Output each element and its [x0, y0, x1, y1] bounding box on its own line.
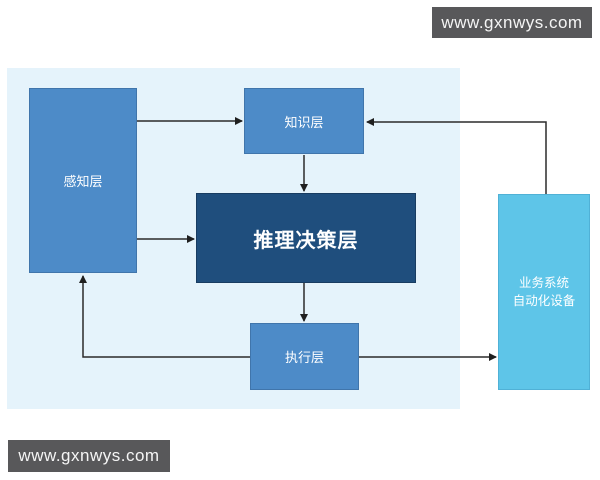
- node-reasoning-decision-layer: 推理决策层: [196, 193, 416, 283]
- node-execution-layer: 执行层: [250, 323, 359, 390]
- node-knowledge-layer: 知识层: [244, 88, 364, 154]
- watermark-top-right: www.gxnwys.com: [432, 7, 592, 38]
- node-reasoning-label: 推理决策层: [253, 227, 359, 252]
- node-perception-layer: 感知层: [29, 88, 137, 273]
- watermark-bottom-left: www.gxnwys.com: [8, 440, 170, 472]
- node-execution-label: 执行层: [284, 351, 324, 366]
- node-perception-label: 感知层: [63, 175, 103, 190]
- node-knowledge-label: 知识层: [284, 115, 324, 131]
- node-business-label-line1: 业务系统: [518, 275, 569, 290]
- node-business-label-line2: 自动化设备: [512, 293, 576, 308]
- node-business-system: 业务系统 自动化设备: [498, 194, 590, 390]
